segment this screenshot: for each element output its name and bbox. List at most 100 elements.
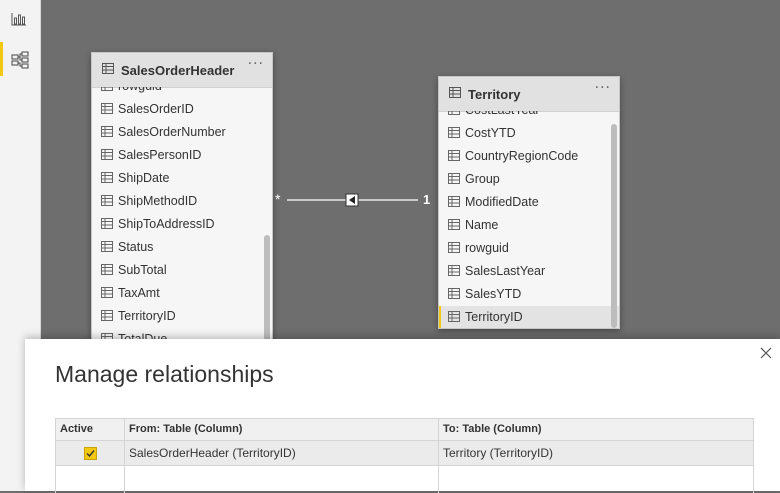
column-icon (101, 264, 113, 275)
field-label: CountryRegionCode (465, 149, 579, 163)
field-label: ModifiedDate (465, 195, 539, 209)
more-options-icon[interactable]: ··· (247, 56, 264, 72)
column-header-to: To: Table (Column) (443, 423, 542, 435)
to-column-cell: Territory (TerritoryID) (443, 446, 553, 460)
field-row[interactable]: SalesOrderNumber (92, 121, 272, 144)
field-label: rowguid (465, 241, 509, 255)
column-icon (101, 195, 113, 206)
column-icon (448, 288, 460, 299)
field-row[interactable]: SalesLastYear (439, 260, 619, 283)
column-icon (448, 242, 460, 253)
field-row[interactable]: TaxAmt (92, 282, 272, 305)
column-icon (448, 219, 460, 230)
field-row[interactable]: ShipDate (92, 167, 272, 190)
field-label: SalesYTD (465, 287, 522, 301)
field-label: TerritoryID (118, 309, 176, 323)
field-row[interactable]: ModifiedDate (439, 191, 619, 214)
scrollbar[interactable] (264, 235, 270, 353)
field-label: TerritoryID (465, 310, 523, 324)
column-icon (101, 172, 113, 183)
checkmark-icon (86, 450, 95, 458)
column-icon (101, 87, 113, 91)
report-view-button[interactable] (0, 3, 40, 37)
column-icon (448, 196, 460, 207)
column-divider (125, 419, 439, 493)
column-icon (448, 173, 460, 184)
field-row[interactable]: SalesOrderID (92, 98, 272, 121)
field-row[interactable]: Group (439, 168, 619, 191)
field-label: ShipMethodID (118, 194, 198, 208)
column-icon (448, 311, 460, 322)
relationship-line[interactable] (0, 0, 780, 339)
close-icon[interactable] (758, 345, 774, 361)
field-row[interactable]: TerritoryID (92, 305, 272, 328)
column-header-from: From: Table (Column) (129, 423, 243, 435)
field-label: SalesLastYear (465, 264, 546, 278)
column-icon (101, 103, 113, 114)
relationship-row[interactable]: SalesOrderHeader (TerritoryID) Territory… (56, 441, 753, 466)
report-view-icon (11, 13, 26, 26)
field-row[interactable]: SubTotal (92, 259, 272, 282)
field-row[interactable]: rowguid (439, 237, 619, 260)
field-row[interactable]: TerritoryID (439, 306, 619, 328)
active-checkbox[interactable] (84, 447, 97, 460)
table-title: Territory (468, 87, 521, 102)
card-header[interactable]: SalesOrderHeader ··· (92, 53, 272, 88)
scrollbar[interactable] (611, 124, 617, 328)
field-label: Group (465, 172, 500, 186)
territory-card[interactable]: Territory ··· CostLastYearCostYTD Country… (438, 76, 620, 329)
field-row[interactable]: ShipToAddressID (92, 213, 272, 236)
column-divider (56, 419, 125, 493)
field-label: SalesOrderID (118, 102, 194, 116)
model-view-icon (11, 51, 29, 69)
table-icon (449, 87, 461, 98)
field-row[interactable]: CostYTD (439, 122, 619, 145)
filter-arrow-icon (349, 196, 355, 204)
column-icon (448, 111, 460, 115)
field-row[interactable]: SalesYTD (439, 283, 619, 306)
field-label: ShipDate (118, 171, 170, 185)
field-list-inner: CostLastYearCostYTD CountryRegionCodeGrou… (439, 111, 619, 328)
column-icon (101, 149, 113, 160)
field-label: rowguid (118, 87, 162, 93)
to-cardinality-label: 1 (423, 192, 431, 207)
field-row[interactable]: ShipMethodID (92, 190, 272, 213)
column-icon (101, 310, 113, 321)
more-options-icon[interactable]: ··· (594, 80, 611, 96)
table-icon (102, 63, 114, 74)
column-icon (101, 126, 113, 137)
field-row[interactable]: CostLastYear (439, 111, 619, 122)
table-header: Active From: Table (Column) To: Table (C… (56, 419, 753, 441)
field-label: Status (118, 240, 154, 254)
dialog-title: Manage relationships (55, 361, 274, 387)
field-label: CostLastYear (465, 111, 540, 117)
column-icon (448, 265, 460, 276)
column-icon (448, 150, 460, 161)
field-label: TaxAmt (118, 286, 160, 300)
from-cardinality-label: * (275, 191, 281, 207)
column-header-active: Active (60, 423, 94, 435)
relationships-table: Active From: Table (Column) To: Table (C… (55, 418, 754, 493)
field-label: SubTotal (118, 263, 167, 277)
field-label: SalesOrderNumber (118, 125, 226, 139)
field-label: CostYTD (465, 126, 516, 140)
field-row[interactable]: Status (92, 236, 272, 259)
manage-relationships-dialog: Manage relationships Active From: Table … (25, 339, 780, 493)
field-row[interactable]: rowguid (92, 87, 272, 98)
from-column-cell: SalesOrderHeader (TerritoryID) (129, 446, 296, 460)
model-view-button[interactable] (0, 42, 40, 76)
column-icon (101, 241, 113, 252)
column-icon (448, 127, 460, 138)
column-icon (101, 287, 113, 298)
field-label: SalesPersonID (118, 148, 202, 162)
field-row[interactable]: Name (439, 214, 619, 237)
field-row[interactable]: CountryRegionCode (439, 145, 619, 168)
field-list: CostLastYearCostYTD CountryRegionCodeGrou… (439, 111, 619, 328)
left-nav (0, 0, 41, 491)
field-label: Name (465, 218, 499, 232)
sales-order-header-card[interactable]: SalesOrderHeader ··· rowguidSalesOrderID… (91, 52, 273, 354)
table-title: SalesOrderHeader (121, 63, 235, 78)
card-header[interactable]: Territory ··· (439, 77, 619, 112)
field-row[interactable]: SalesPersonID (92, 144, 272, 167)
field-label: ShipToAddressID (118, 217, 215, 231)
